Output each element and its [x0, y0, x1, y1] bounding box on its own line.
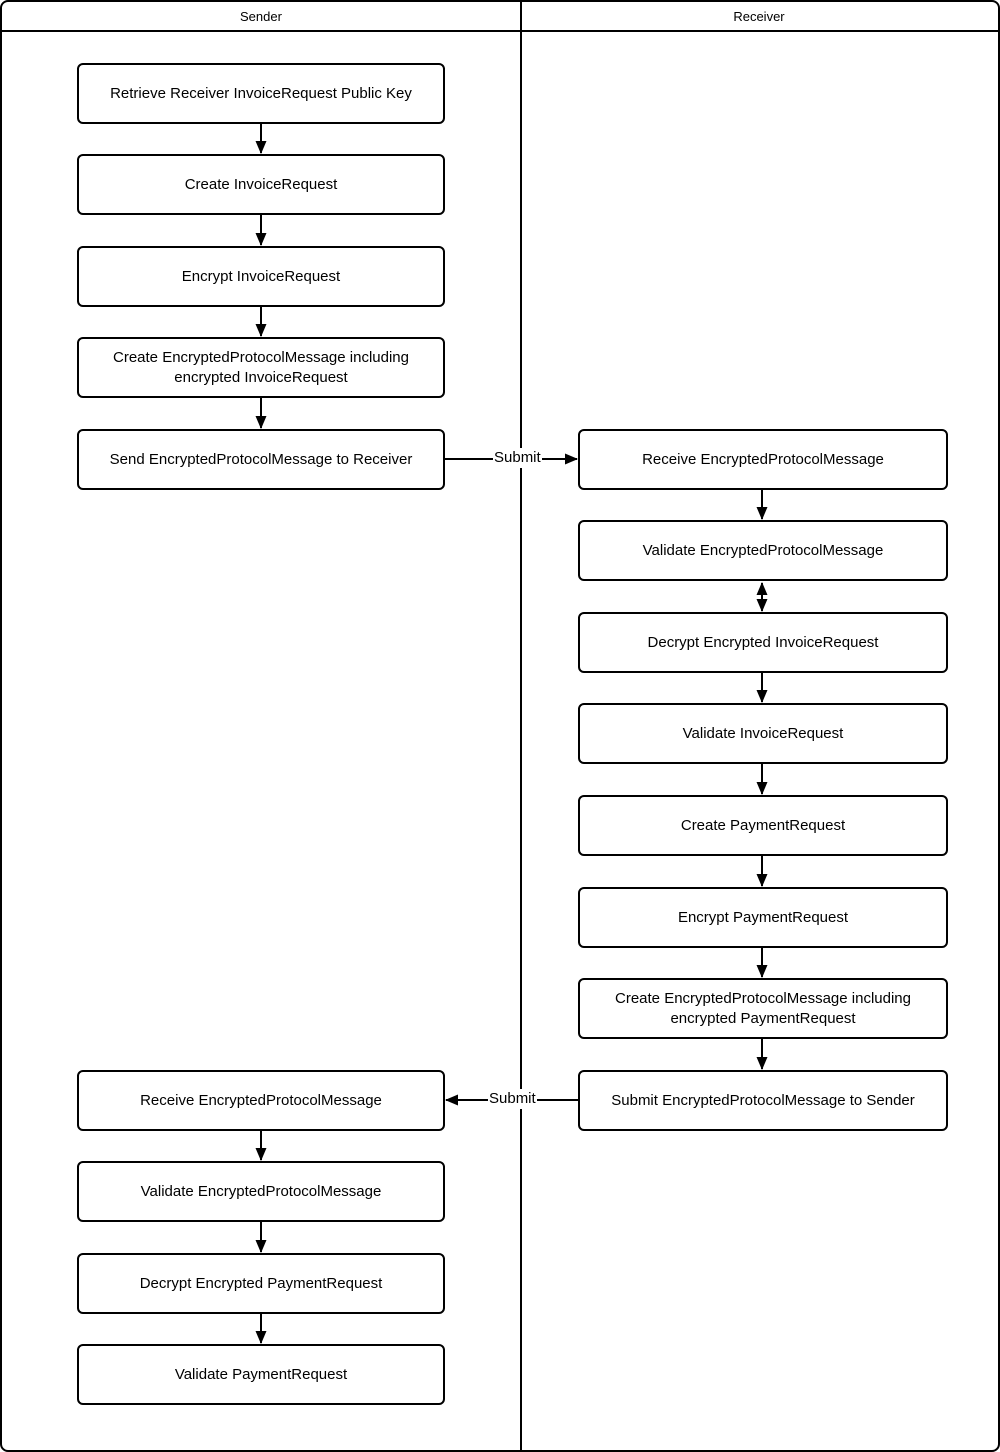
flow-step-receive-encryptedprotocolmessage-receiver: Receive EncryptedProtocolMessage [578, 429, 948, 490]
flow-step-send-encryptedprotocolmessage-to-receiver: Send EncryptedProtocolMessage to Receive… [77, 429, 445, 490]
flow-step-decrypt-encrypted-invoicerequest: Decrypt Encrypted InvoiceRequest [578, 612, 948, 673]
flow-step-submit-encryptedprotocolmessage-to-sender: Submit EncryptedProtocolMessage to Sende… [578, 1070, 948, 1131]
flow-step-validate-paymentrequest: Validate PaymentRequest [77, 1344, 445, 1405]
lane-title-receiver: Receiver [733, 8, 785, 24]
flow-step-create-encryptedprotocolmessage-invoicerequest: Create EncryptedProtocolMessage includin… [77, 337, 445, 398]
edge-label-submit-to-receiver: Submit [493, 448, 542, 468]
lane-title-sender: Sender [240, 8, 282, 24]
edge-label-submit-to-sender: Submit [488, 1089, 537, 1109]
flow-step-validate-encryptedprotocolmessage-receiver: Validate EncryptedProtocolMessage [578, 520, 948, 581]
flow-step-receive-encryptedprotocolmessage-sender: Receive EncryptedProtocolMessage [77, 1070, 445, 1131]
lane-header-sender: Sender [2, 2, 520, 30]
flow-step-validate-invoicerequest: Validate InvoiceRequest [578, 703, 948, 764]
lane-header-row: Sender Receiver [2, 2, 998, 32]
flow-step-create-invoicerequest: Create InvoiceRequest [77, 154, 445, 215]
flow-step-create-encryptedprotocolmessage-paymentrequest: Create EncryptedProtocolMessage includin… [578, 978, 948, 1039]
flow-step-create-paymentrequest: Create PaymentRequest [578, 795, 948, 856]
flow-step-retrieve-invoicerequest-public-key: Retrieve Receiver InvoiceRequest Public … [77, 63, 445, 124]
flow-step-encrypt-invoicerequest: Encrypt InvoiceRequest [77, 246, 445, 307]
flow-step-decrypt-encrypted-paymentrequest: Decrypt Encrypted PaymentRequest [77, 1253, 445, 1314]
flow-step-validate-encryptedprotocolmessage-sender: Validate EncryptedProtocolMessage [77, 1161, 445, 1222]
flow-step-encrypt-paymentrequest: Encrypt PaymentRequest [578, 887, 948, 948]
lane-header-receiver: Receiver [520, 2, 998, 30]
lane-divider [520, 2, 522, 1450]
